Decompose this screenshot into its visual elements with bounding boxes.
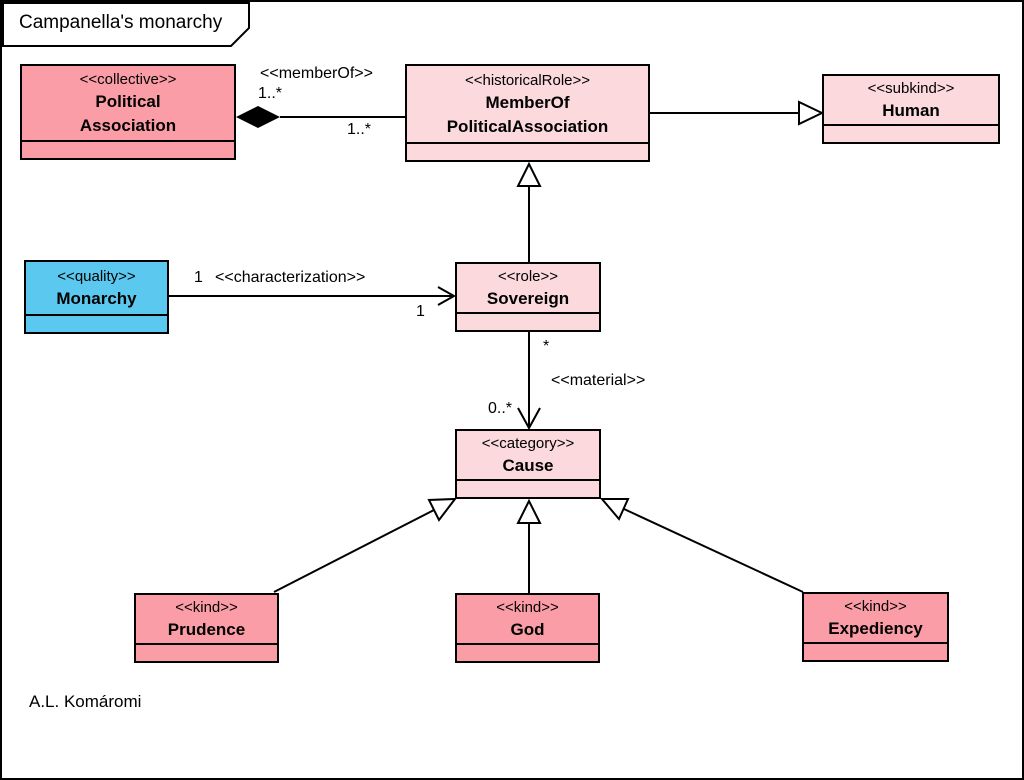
stereotype-label: <<category>> [481, 434, 575, 452]
class-name: Human [882, 100, 940, 120]
material-stereotype-label: <<material>> [551, 372, 646, 389]
characterization-source-multiplicity: 1 [194, 269, 203, 286]
stereotype-label: <<collective>> [79, 70, 177, 88]
class-header: <<role>> Sovereign [457, 264, 599, 312]
edge-generalization-memberof-human[interactable] [650, 100, 825, 126]
attributes-compartment [824, 124, 998, 142]
stereotype-label: <<historicalRole>> [464, 71, 591, 89]
attributes-compartment [22, 140, 234, 158]
edge-material[interactable] [517, 332, 541, 431]
characterization-target-multiplicity: 1 [416, 303, 425, 320]
class-header: <<subkind>> Human [824, 76, 998, 124]
edge-generalization-sovereign-memberof[interactable] [516, 161, 542, 263]
edge-generalization-god-cause[interactable] [516, 498, 542, 593]
class-header: <<category>> Cause [457, 431, 599, 479]
class-prudence[interactable]: <<kind>> Prudence [134, 593, 279, 663]
class-sovereign[interactable]: <<role>> Sovereign [455, 262, 601, 332]
stereotype-label: <<kind>> [175, 598, 238, 616]
attributes-compartment [407, 142, 648, 160]
class-name: God [510, 619, 545, 639]
class-header: <<historicalRole>> MemberOf PoliticalAss… [407, 66, 648, 142]
edge-generalization-prudence-cause[interactable] [273, 497, 458, 593]
class-god[interactable]: <<kind>> God [455, 593, 600, 663]
class-expediency[interactable]: <<kind>> Expediency [802, 592, 949, 662]
attributes-compartment [457, 312, 599, 330]
open-arrow-icon [517, 407, 541, 431]
class-name: Prudence [167, 619, 246, 639]
class-monarchy[interactable]: <<quality>> Monarchy [24, 260, 169, 334]
class-name: MemberOf PoliticalAssociation [446, 92, 609, 136]
generalization-triangle-icon [516, 498, 542, 524]
class-header: <<collective>> Political Association [22, 66, 234, 140]
memberof-source-multiplicity: 1..* [258, 85, 283, 102]
material-target-multiplicity: 0..* [488, 400, 513, 417]
class-header: <<kind>> Expediency [804, 594, 947, 642]
edge-characterization[interactable] [169, 286, 457, 306]
memberof-target-multiplicity: 1..* [347, 121, 372, 138]
stereotype-label: <<kind>> [844, 597, 907, 615]
class-name: Sovereign [486, 288, 570, 308]
attributes-compartment [804, 642, 947, 660]
generalization-triangle-icon [798, 100, 825, 126]
class-header: <<kind>> Prudence [136, 595, 277, 643]
class-name: Expediency [828, 618, 923, 638]
stereotype-label: <<subkind>> [867, 79, 955, 97]
material-source-multiplicity: * [543, 338, 550, 355]
stereotype-label: <<quality>> [57, 267, 136, 285]
class-header: <<kind>> God [457, 595, 598, 643]
class-political-association[interactable]: <<collective>> Political Association [20, 64, 236, 160]
class-name: Monarchy [56, 288, 137, 308]
memberof-stereotype-label: <<memberOf>> [260, 65, 373, 82]
attributes-compartment [26, 314, 167, 332]
author-attribution: A.L. Komáromi [29, 692, 142, 711]
composition-diamond-icon [236, 106, 280, 128]
class-cause[interactable]: <<category>> Cause [455, 429, 601, 499]
generalization-triangle-icon [599, 498, 630, 521]
stereotype-label: <<kind>> [496, 598, 559, 616]
class-human[interactable]: <<subkind>> Human [822, 74, 1000, 144]
open-arrow-icon [437, 286, 457, 306]
generalization-triangle-icon [516, 161, 542, 187]
class-name: Political Association [79, 91, 177, 135]
edge-memberof[interactable] [236, 106, 405, 128]
frame-title-tab [2, 2, 250, 47]
characterization-stereotype-label: <<characterization>> [215, 269, 366, 286]
class-name: Cause [502, 455, 554, 475]
stereotype-label: <<role>> [497, 267, 559, 285]
class-memberof-politicalassociation[interactable]: <<historicalRole>> MemberOf PoliticalAss… [405, 64, 650, 162]
attributes-compartment [457, 643, 598, 661]
edge-generalization-expediency-cause[interactable] [599, 498, 804, 593]
class-header: <<quality>> Monarchy [26, 262, 167, 314]
attributes-compartment [136, 643, 277, 661]
generalization-triangle-icon [427, 497, 458, 522]
attributes-compartment [457, 479, 599, 497]
diagram-title: Campanella's monarchy [19, 12, 223, 33]
